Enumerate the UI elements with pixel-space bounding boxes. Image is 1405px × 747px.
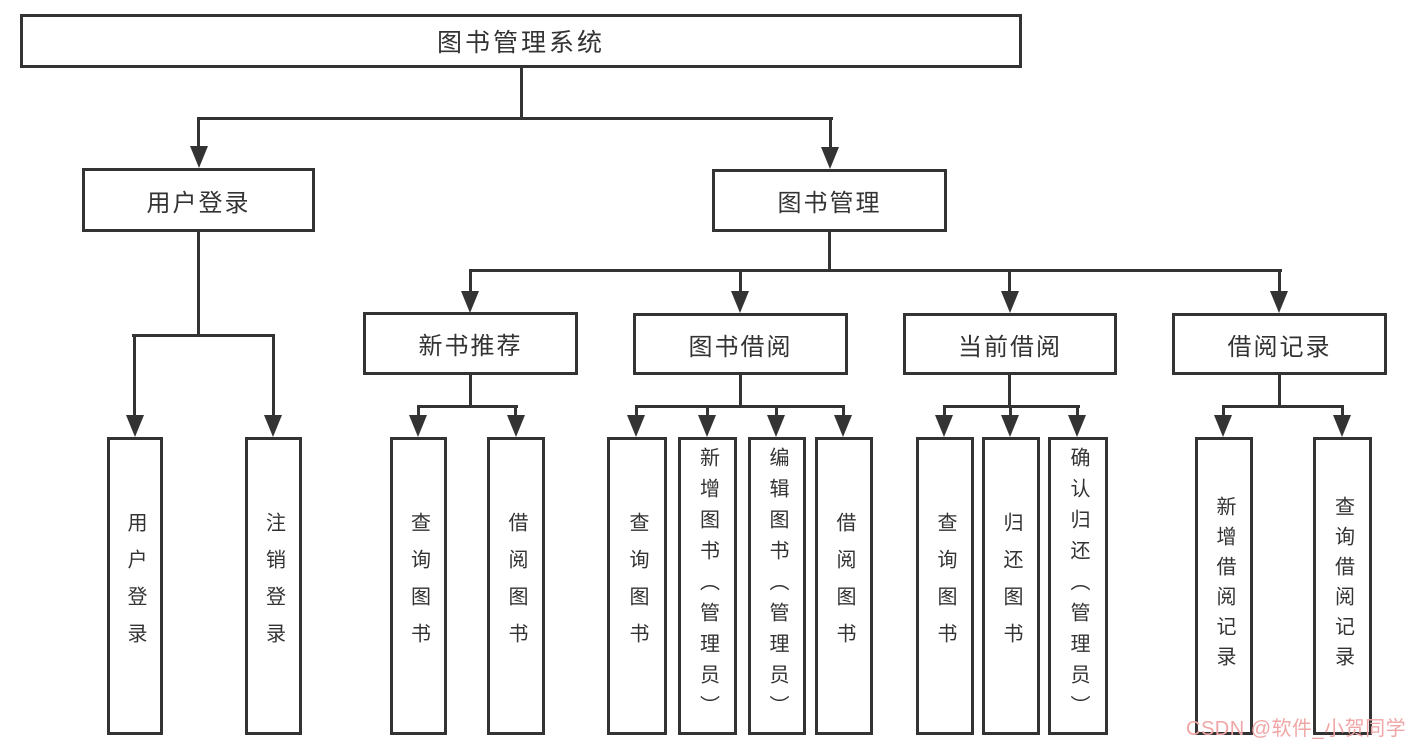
leaf-confirm-return-admin: 确认归还（管理员） bbox=[1048, 437, 1108, 735]
arrow-down-icon bbox=[821, 147, 839, 169]
arrow-down-icon bbox=[698, 415, 716, 437]
node-label: 图书借阅 bbox=[688, 333, 793, 361]
connector-line bbox=[1278, 375, 1281, 408]
node-borrowing-records: 借阅记录 bbox=[1172, 313, 1387, 375]
leaf-borrow-books-recommend: 借阅图书 bbox=[487, 437, 545, 735]
connector-line bbox=[1076, 405, 1079, 417]
leaf-label: 查询图书 bbox=[626, 512, 648, 660]
arrow-down-icon bbox=[409, 415, 427, 437]
node-new-book-recommendation: 新书推荐 bbox=[363, 312, 578, 375]
connector-line bbox=[132, 334, 274, 337]
arrow-down-icon bbox=[834, 415, 852, 437]
node-label: 图书管理系统 bbox=[436, 29, 605, 57]
connector-line bbox=[739, 375, 742, 408]
node-current-borrowing: 当前借阅 bbox=[903, 313, 1117, 375]
arrow-down-icon bbox=[731, 291, 749, 313]
arrow-down-icon bbox=[627, 415, 645, 437]
leaf-edit-books-admin: 编辑图书（管理员） bbox=[748, 437, 806, 735]
leaf-label: 查询图书 bbox=[934, 512, 956, 660]
arrow-down-icon bbox=[1270, 291, 1288, 313]
leaf-return-books: 归还图书 bbox=[982, 437, 1040, 735]
connector-line bbox=[520, 67, 523, 118]
connector-line bbox=[197, 117, 200, 147]
leaf-label: 查询图书 bbox=[407, 512, 430, 660]
connector-line bbox=[1222, 405, 1344, 408]
arrow-down-icon bbox=[1001, 291, 1019, 313]
node-label: 借阅记录 bbox=[1227, 333, 1332, 361]
arrow-down-icon bbox=[507, 415, 525, 437]
leaf-query-borrow-record: 查询借阅记录 bbox=[1313, 437, 1372, 735]
leaf-label: 查询借阅记录 bbox=[1331, 496, 1354, 676]
node-label: 当前借阅 bbox=[958, 333, 1062, 361]
connector-line bbox=[775, 405, 778, 417]
leaf-add-borrow-record: 新增借阅记录 bbox=[1195, 437, 1253, 735]
arrow-down-icon bbox=[461, 291, 479, 313]
leaf-label: 归还图书 bbox=[1000, 512, 1022, 660]
connector-line bbox=[417, 405, 420, 417]
node-label: 新书推荐 bbox=[418, 333, 523, 360]
leaf-label: 确认归还（管理员） bbox=[1067, 446, 1089, 726]
connector-line bbox=[943, 405, 946, 417]
connector-line bbox=[133, 334, 136, 415]
connector-line bbox=[1008, 375, 1011, 408]
connector-line bbox=[739, 269, 742, 293]
leaf-label: 新增借阅记录 bbox=[1213, 496, 1235, 676]
connector-line bbox=[706, 405, 709, 417]
connector-line bbox=[197, 117, 833, 120]
leaf-add-books-admin: 新增图书（管理员） bbox=[678, 437, 737, 735]
leaf-borrow-books-borrowing: 借阅图书 bbox=[815, 437, 873, 735]
connector-line bbox=[197, 231, 200, 337]
leaf-label: 借阅图书 bbox=[833, 512, 855, 660]
leaf-label: 借阅图书 bbox=[505, 512, 527, 660]
arrow-down-icon bbox=[1333, 415, 1351, 437]
leaf-user-login: 用户登录 bbox=[107, 437, 163, 735]
leaf-query-books-borrowing: 查询图书 bbox=[607, 437, 667, 735]
connector-line bbox=[1222, 405, 1225, 417]
connector-line bbox=[469, 269, 472, 293]
leaf-label: 注销登录 bbox=[262, 512, 285, 660]
node-label: 用户登录 bbox=[146, 189, 251, 217]
connector-line bbox=[272, 334, 275, 415]
connector-line bbox=[417, 405, 518, 408]
arrow-down-icon bbox=[126, 415, 144, 437]
arrow-down-icon bbox=[1214, 415, 1232, 437]
connector-line bbox=[514, 405, 517, 417]
node-label: 图书管理 bbox=[777, 190, 882, 217]
connector-line bbox=[1278, 269, 1281, 293]
leaf-label: 编辑图书（管理员） bbox=[766, 446, 788, 726]
connector-line bbox=[842, 405, 845, 417]
connector-line bbox=[1008, 269, 1011, 293]
leaf-label: 用户登录 bbox=[124, 512, 146, 660]
connector-line bbox=[635, 405, 845, 408]
leaf-query-books-recommend: 查询图书 bbox=[390, 437, 447, 735]
connector-line bbox=[829, 117, 832, 148]
arrow-down-icon bbox=[1068, 415, 1086, 437]
leaf-query-books-current: 查询图书 bbox=[916, 437, 974, 735]
arrow-down-icon bbox=[1001, 415, 1019, 437]
connector-line bbox=[635, 405, 638, 417]
connector-line bbox=[469, 269, 1282, 272]
arrow-down-icon bbox=[264, 415, 282, 437]
arrow-down-icon bbox=[190, 146, 208, 168]
connector-line bbox=[1009, 405, 1012, 417]
arrow-down-icon bbox=[935, 415, 953, 437]
connector-line bbox=[828, 230, 831, 272]
leaf-label: 新增图书（管理员） bbox=[696, 446, 719, 726]
node-book-borrowing: 图书借阅 bbox=[633, 313, 848, 375]
node-book-management: 图书管理 bbox=[712, 169, 947, 232]
connector-line bbox=[1341, 405, 1344, 417]
arrow-down-icon bbox=[767, 415, 785, 437]
connector-line bbox=[469, 375, 472, 408]
leaf-logout: 注销登录 bbox=[245, 437, 302, 735]
node-user-login: 用户登录 bbox=[82, 168, 315, 232]
node-library-management-system: 图书管理系统 bbox=[20, 14, 1022, 68]
watermark: CSDN @软件_小贺同学 bbox=[1186, 718, 1405, 740]
